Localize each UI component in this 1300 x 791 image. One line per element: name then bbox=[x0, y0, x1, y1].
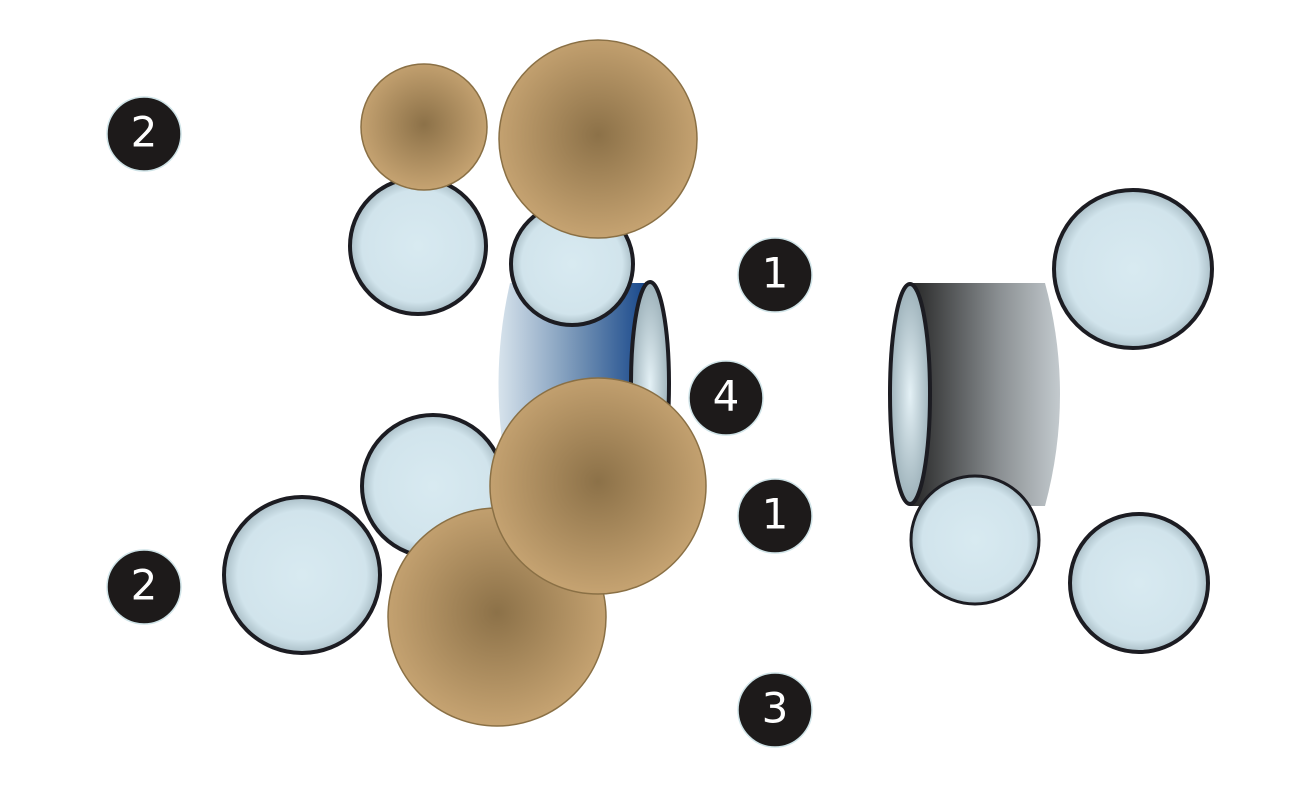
badge-label: 2 bbox=[131, 108, 158, 157]
light-circle bbox=[1068, 512, 1210, 654]
light-circle bbox=[348, 176, 488, 316]
light-circle bbox=[1052, 188, 1214, 350]
brown-circle bbox=[360, 63, 488, 191]
number-badge: 2 bbox=[106, 96, 182, 172]
number-badge: 1 bbox=[737, 237, 813, 313]
light-circle bbox=[222, 495, 382, 655]
brown-circle bbox=[489, 377, 707, 595]
light-circle bbox=[909, 474, 1041, 606]
number-badge: 3 bbox=[737, 672, 813, 748]
number-badge: 4 bbox=[688, 360, 764, 436]
badge-label: 1 bbox=[762, 490, 789, 539]
number-badge: 2 bbox=[106, 549, 182, 625]
number-badge: 1 bbox=[737, 478, 813, 554]
grey-cylinder bbox=[888, 282, 1060, 506]
badge-label: 3 bbox=[762, 684, 789, 733]
badge-label: 4 bbox=[713, 372, 740, 421]
badge-label: 1 bbox=[762, 249, 789, 298]
brown-circle bbox=[498, 39, 698, 239]
badge-label: 2 bbox=[131, 561, 158, 610]
